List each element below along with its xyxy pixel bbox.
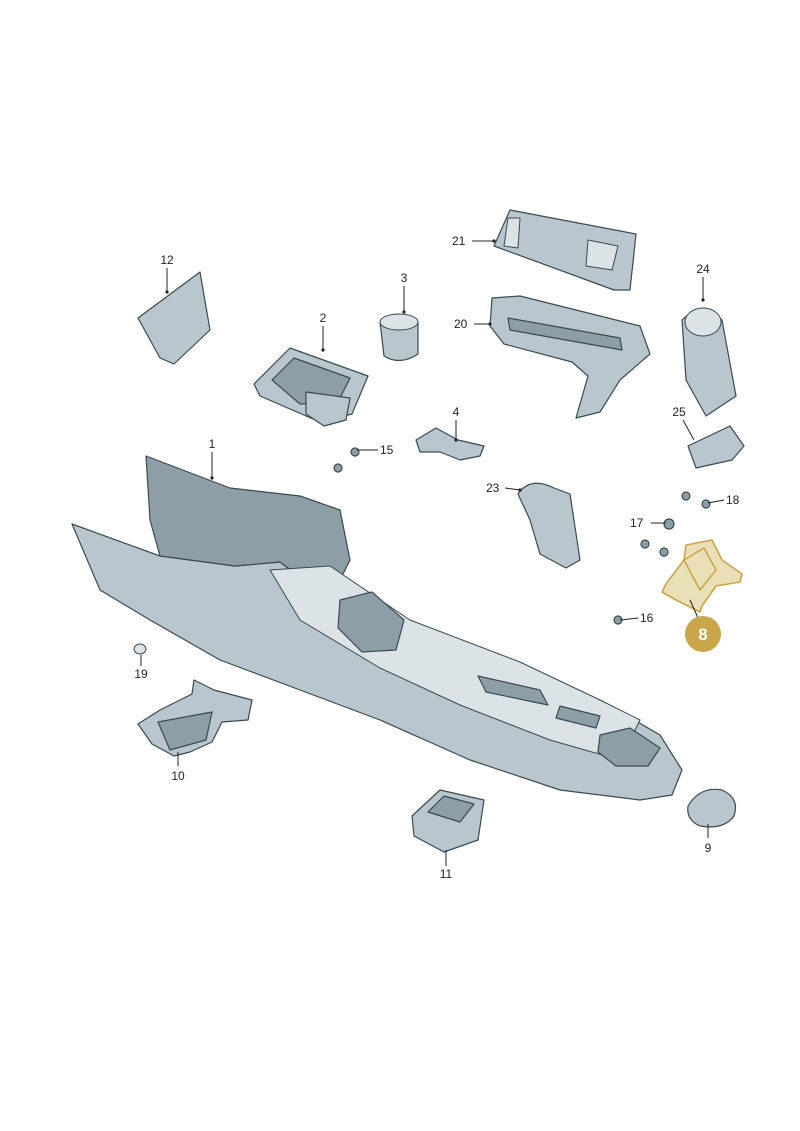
screws-group xyxy=(333,447,711,625)
part-19-plug xyxy=(133,643,147,655)
part-labels: 1 2 3 4 9 10 11 12 15 16 17 18 19 20 21 … xyxy=(134,234,739,881)
label-4: 4 xyxy=(453,405,460,419)
label-12: 12 xyxy=(160,253,174,267)
label-23: 23 xyxy=(486,481,500,495)
label-16: 16 xyxy=(640,611,654,625)
part-3-cup-insert xyxy=(379,313,419,362)
highlight-badge-8: 8 xyxy=(685,616,721,652)
part-25-small-tray xyxy=(687,425,745,469)
label-21: 21 xyxy=(452,234,466,248)
part-4-bracket xyxy=(415,427,485,461)
part-24-rear-holder xyxy=(681,307,737,417)
label-24: 24 xyxy=(696,262,710,276)
part-10-mat-insert xyxy=(137,679,253,757)
part-8-bracket-highlighted xyxy=(661,539,743,613)
part-12-flap-panel xyxy=(137,271,211,365)
label-20: 20 xyxy=(454,317,468,331)
label-25: 25 xyxy=(672,405,686,419)
part-11-storage-box xyxy=(411,789,485,853)
part-21-rear-trim xyxy=(493,209,637,291)
label-15: 15 xyxy=(380,443,394,457)
label-2: 2 xyxy=(320,311,327,325)
part-2-cup-tray xyxy=(253,347,369,427)
label-1: 1 xyxy=(209,437,216,451)
label-3: 3 xyxy=(401,271,408,285)
label-8: 8 xyxy=(698,625,707,644)
label-10: 10 xyxy=(171,769,185,783)
label-17: 17 xyxy=(630,516,644,530)
label-19: 19 xyxy=(134,667,148,681)
label-18: 18 xyxy=(726,493,740,507)
part-9-round-cap xyxy=(687,788,737,828)
part-20-rear-panel xyxy=(489,295,651,419)
leader-lines xyxy=(140,239,725,866)
part-1-center-console xyxy=(71,455,683,801)
part-23-side-cover xyxy=(517,482,581,569)
label-9: 9 xyxy=(705,841,712,855)
label-11: 11 xyxy=(440,867,453,881)
